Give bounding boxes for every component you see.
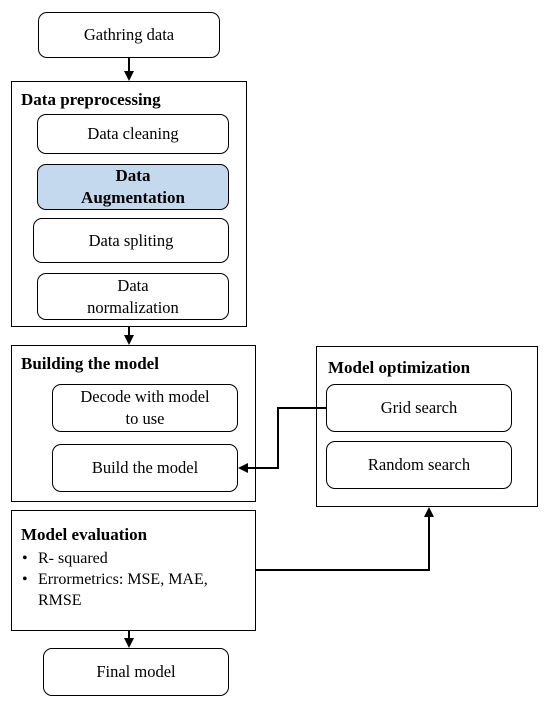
decode-model-node: Decode with model to use xyxy=(52,384,238,432)
evaluation-metric-item: • R- squared xyxy=(20,548,246,569)
random-search-label: Random search xyxy=(367,455,471,474)
data-cleaning-node: Data cleaning xyxy=(37,114,229,154)
decode-model-label: Decode with model to use xyxy=(80,387,210,428)
final-model-label: Final model xyxy=(96,662,176,681)
gathering-data-node: Gathring data xyxy=(38,12,220,58)
evaluation-metric-text: R- squared xyxy=(38,550,108,567)
model-optimization-title: Model optimization xyxy=(328,358,471,377)
model-evaluation-title: Model evaluation xyxy=(21,525,148,544)
grid-search-label: Grid search xyxy=(380,398,458,417)
random-search-node: Random search xyxy=(326,441,512,489)
arrow-evaluation-to-optimization xyxy=(256,507,434,571)
build-model-label: Build the model xyxy=(91,458,199,477)
evaluation-metrics-list: • R- squared • Errormetrics: MSE, MAE, R… xyxy=(20,548,246,611)
data-augmentation-label: Data Augmentation xyxy=(81,166,185,207)
data-normalization-label: Data normalization xyxy=(87,275,179,317)
building-model-title: Building the model xyxy=(21,354,159,373)
bullet-glyph: • xyxy=(22,550,28,567)
data-splitting-label: Data spliting xyxy=(88,230,174,250)
data-preprocessing-title: Data preprocessing xyxy=(21,90,161,109)
build-model-node: Build the model xyxy=(52,444,238,492)
data-augmentation-node: Data Augmentation xyxy=(37,164,229,210)
bullet-glyph: • xyxy=(22,571,28,588)
model-evaluation-panel xyxy=(11,510,256,631)
data-splitting-node: Data spliting xyxy=(33,218,229,263)
grid-search-node: Grid search xyxy=(326,384,512,432)
data-normalization-node: Data normalization xyxy=(37,273,229,320)
arrow-grid-to-build xyxy=(238,407,326,473)
final-model-node: Final model xyxy=(43,648,229,696)
data-cleaning-label: Data cleaning xyxy=(87,124,179,143)
gathering-data-label: Gathring data xyxy=(83,25,175,44)
evaluation-metric-item: • Errormetrics: MSE, MAE, RMSE xyxy=(20,569,246,611)
evaluation-metric-text: Errormetrics: MSE, MAE, RMSE xyxy=(38,571,208,609)
